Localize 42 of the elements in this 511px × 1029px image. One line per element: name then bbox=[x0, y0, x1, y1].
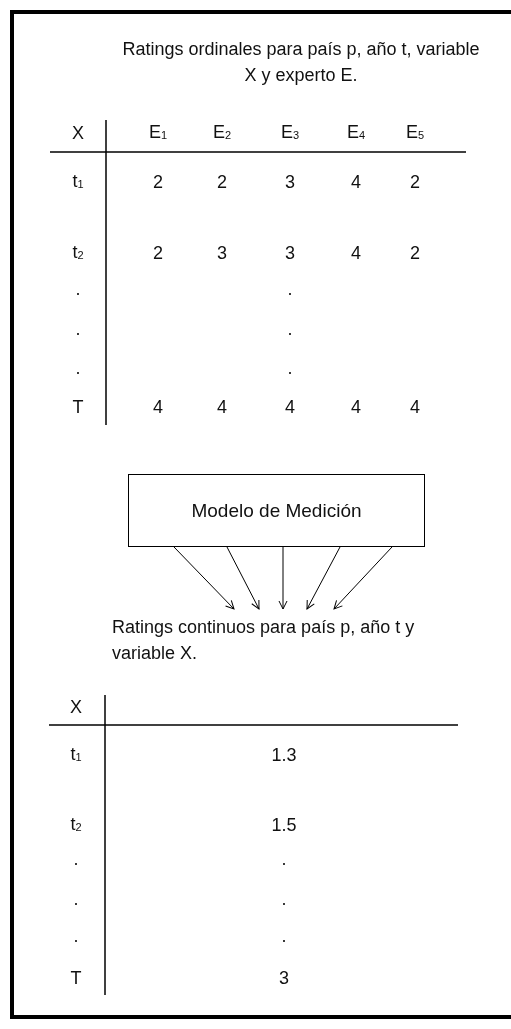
table-value: 3 bbox=[279, 967, 289, 989]
ellipsis-dot: · bbox=[281, 852, 287, 874]
table-value: 3 bbox=[285, 242, 295, 264]
ellipsis-dot: · bbox=[75, 322, 81, 344]
arrow bbox=[173, 546, 235, 610]
table-value: 2 bbox=[217, 171, 227, 193]
table-value: 4 bbox=[410, 396, 420, 418]
table-value: 2 bbox=[153, 242, 163, 264]
table-value: 4 bbox=[153, 396, 163, 418]
ellipsis-dot: · bbox=[73, 892, 79, 914]
row-header: T bbox=[72, 396, 84, 418]
table-caption: Ratings ordinales para país p, año t, variable X y experto E. bbox=[121, 38, 481, 87]
table-value: 4 bbox=[351, 396, 361, 418]
process-box: Modelo de Medición bbox=[128, 474, 425, 547]
ellipsis-dot: · bbox=[281, 892, 287, 914]
ellipsis-dot: · bbox=[287, 282, 293, 304]
table-value: 3 bbox=[285, 171, 295, 193]
ellipsis-dot: · bbox=[73, 852, 79, 874]
ellipsis-dot: · bbox=[281, 929, 287, 951]
ellipsis-dot: · bbox=[73, 929, 79, 951]
table-value: 3 bbox=[217, 242, 227, 264]
table-value: 4 bbox=[285, 396, 295, 418]
row-header: X bbox=[72, 122, 84, 144]
table-value: 4 bbox=[217, 396, 227, 418]
arrow bbox=[306, 546, 341, 610]
row-header: X bbox=[70, 696, 82, 718]
row-header: T bbox=[70, 967, 82, 989]
table-value: 4 bbox=[351, 242, 361, 264]
ellipsis-dot: · bbox=[75, 361, 81, 383]
arrow bbox=[333, 546, 393, 610]
table-value: 1.5 bbox=[271, 814, 297, 836]
table-value: 2 bbox=[153, 171, 163, 193]
table-value: 2 bbox=[410, 242, 420, 264]
arrow bbox=[226, 546, 260, 610]
table-value: 1.3 bbox=[271, 744, 297, 766]
ellipsis-dot: · bbox=[75, 282, 81, 304]
table-value: 2 bbox=[410, 171, 420, 193]
ellipsis-dot: · bbox=[287, 361, 293, 383]
table-value: 4 bbox=[351, 171, 361, 193]
ellipsis-dot: · bbox=[287, 322, 293, 344]
arrow bbox=[278, 546, 288, 610]
caption-text: Ratings continuos para país p, año t y variable X. bbox=[112, 610, 482, 676]
